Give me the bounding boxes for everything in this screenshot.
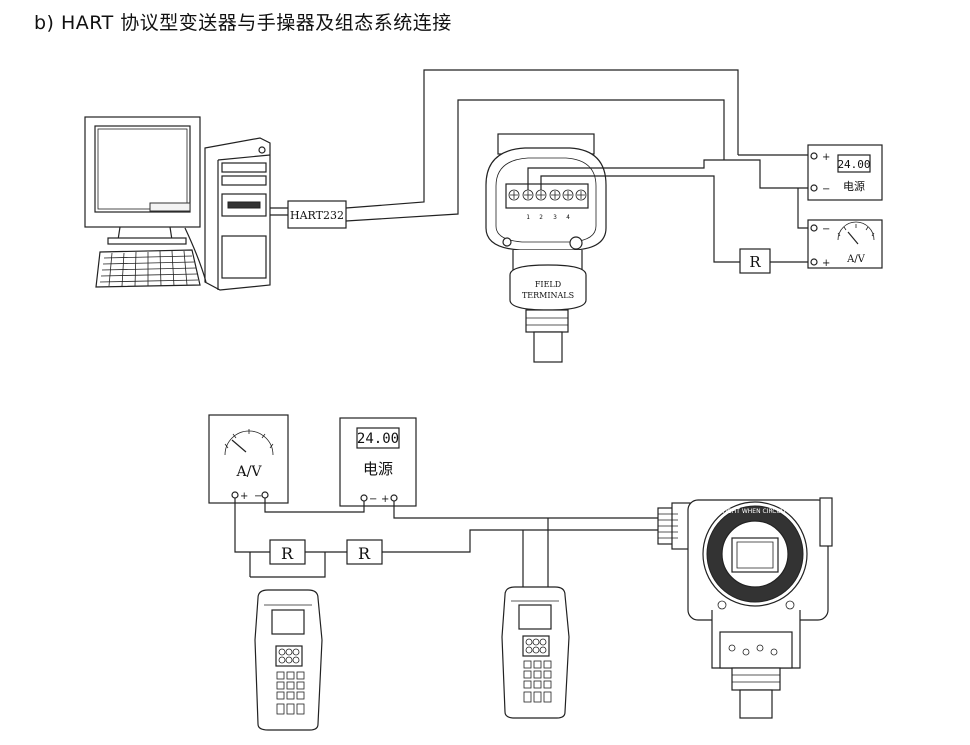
computer-monitor: [84, 116, 201, 245]
top-transmitter: 1 2 3 4 FIELD TERMINALS: [485, 133, 607, 363]
bottom-av-meter: A/V + −: [208, 414, 289, 504]
svg-text:4: 4: [566, 214, 570, 221]
svg-text:R: R: [749, 253, 761, 271]
section-title: b) HART 协议型变送器与手操器及组态系统连接: [34, 12, 452, 34]
svg-text:−: −: [369, 494, 377, 505]
top-power-supply: 24.00 电源 + −: [807, 144, 883, 201]
terminal-block: 1 2 3 4: [508, 189, 587, 221]
hart-communicator-left: [254, 589, 323, 731]
bottom-power-display: 24.00: [357, 431, 399, 447]
bottom-power-supply: 24.00 电源 − +: [339, 417, 417, 507]
svg-text:1: 1: [526, 214, 530, 221]
top-av-meter: A/V − +: [807, 219, 883, 269]
hart232-adapter: HART232: [287, 200, 347, 229]
svg-text:TERMINALS: TERMINALS: [522, 291, 574, 300]
top-power-label: 电源: [843, 179, 865, 193]
hart232-label: HART232: [290, 209, 344, 222]
svg-text:2: 2: [539, 214, 543, 221]
top-meter-label: A/V: [846, 254, 866, 265]
svg-text:−: −: [822, 184, 830, 195]
computer-keyboard: [95, 249, 201, 288]
svg-text:+: +: [240, 491, 248, 502]
svg-text:+: +: [822, 152, 830, 163]
hart-communicator-right: [501, 586, 570, 719]
svg-text:R: R: [281, 544, 294, 563]
top-resistor: R: [739, 248, 771, 274]
bottom-meter-label: A/V: [236, 464, 263, 480]
svg-text:R: R: [358, 544, 371, 563]
bottom-resistor-2: R: [346, 539, 383, 565]
bottom-resistor-1: R: [269, 539, 306, 565]
svg-text:+: +: [822, 258, 830, 269]
svg-text:−: −: [822, 224, 830, 235]
svg-text:3: 3: [553, 214, 557, 221]
svg-text:−: −: [254, 491, 262, 502]
bottom-transmitter: KEEP TIGHT WHEN CIRCUIT ALIVE: [657, 497, 833, 719]
top-power-display: 24.00: [837, 158, 870, 171]
svg-text:+: +: [381, 494, 389, 505]
field-terminals-label: FIELD: [535, 280, 561, 289]
computer-tower: [204, 137, 271, 291]
ring-text: KEEP TIGHT WHEN CIRCUIT ALIVE: [705, 508, 806, 515]
bottom-power-label: 电源: [363, 460, 393, 478]
